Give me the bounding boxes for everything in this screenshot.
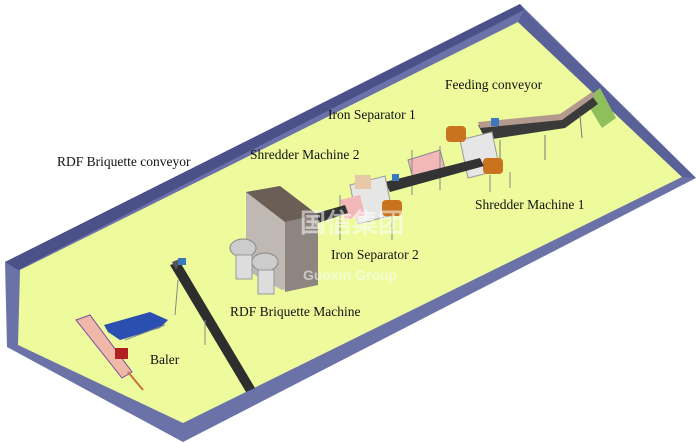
rdf-briquette-conveyor	[170, 258, 255, 392]
label-shredder-machine-1: Shredder Machine 1	[475, 197, 585, 212]
label-feeding-conveyor: Feeding conveyor	[445, 77, 543, 92]
label-iron-separator-2: Iron Separator 2	[331, 247, 419, 262]
feeding-conveyor	[478, 88, 616, 170]
shredder-machine-2	[339, 175, 402, 240]
baler	[75, 312, 168, 391]
wall-inner-right	[518, 10, 696, 178]
label-iron-separator-1: Iron Separator 1	[328, 107, 416, 122]
label-baler: Baler	[150, 352, 180, 367]
iron-separator-2-belt	[310, 205, 348, 224]
watermark-cn: 国信集团	[300, 208, 405, 238]
watermark-en: Guoxin Group	[303, 267, 398, 283]
wall-top-face	[5, 4, 524, 270]
iron-separator-1	[385, 146, 484, 195]
label-rdf-briquette-conveyor: RDF Briquette conveyor	[57, 154, 191, 169]
label-shredder-machine-2: Shredder Machine 2	[250, 147, 360, 162]
label-rdf-briquette-machine: RDF Briquette Machine	[230, 304, 361, 319]
rdf-briquette-machine	[229, 186, 318, 295]
